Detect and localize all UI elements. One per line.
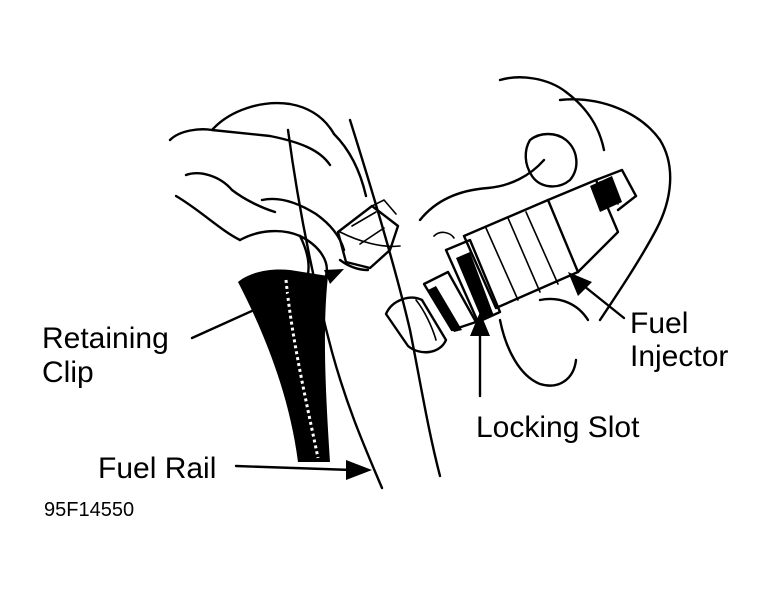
figure-id-label: 95F14550 <box>44 499 134 521</box>
fuel-injector-label-line1: Fuel <box>630 307 688 340</box>
labels: Retaining Clip Fuel Rail Fuel Injector L… <box>42 307 728 521</box>
fuel-injector-arrow <box>568 272 626 320</box>
retaining-clip-label-line1: Retaining <box>42 322 169 355</box>
retaining-clip-arrow <box>190 269 344 340</box>
fuel-injector <box>384 168 638 354</box>
illustration <box>168 76 672 490</box>
right-hand <box>418 76 672 387</box>
fuel-rail-arrow <box>234 460 372 480</box>
retaining-clip-label-line2: Clip <box>42 356 94 389</box>
fuel-injector-label-line2: Injector <box>630 340 728 373</box>
fuel-rail-hose <box>238 269 330 462</box>
callouts <box>190 269 626 480</box>
fuel-rail-label: Fuel Rail <box>98 452 216 485</box>
locking-slot-arrow <box>470 312 490 398</box>
locking-slot-label: Locking Slot <box>476 411 640 444</box>
left-hand <box>168 102 368 289</box>
fuel-rail-outline <box>286 118 442 490</box>
retaining-clip <box>336 199 400 272</box>
